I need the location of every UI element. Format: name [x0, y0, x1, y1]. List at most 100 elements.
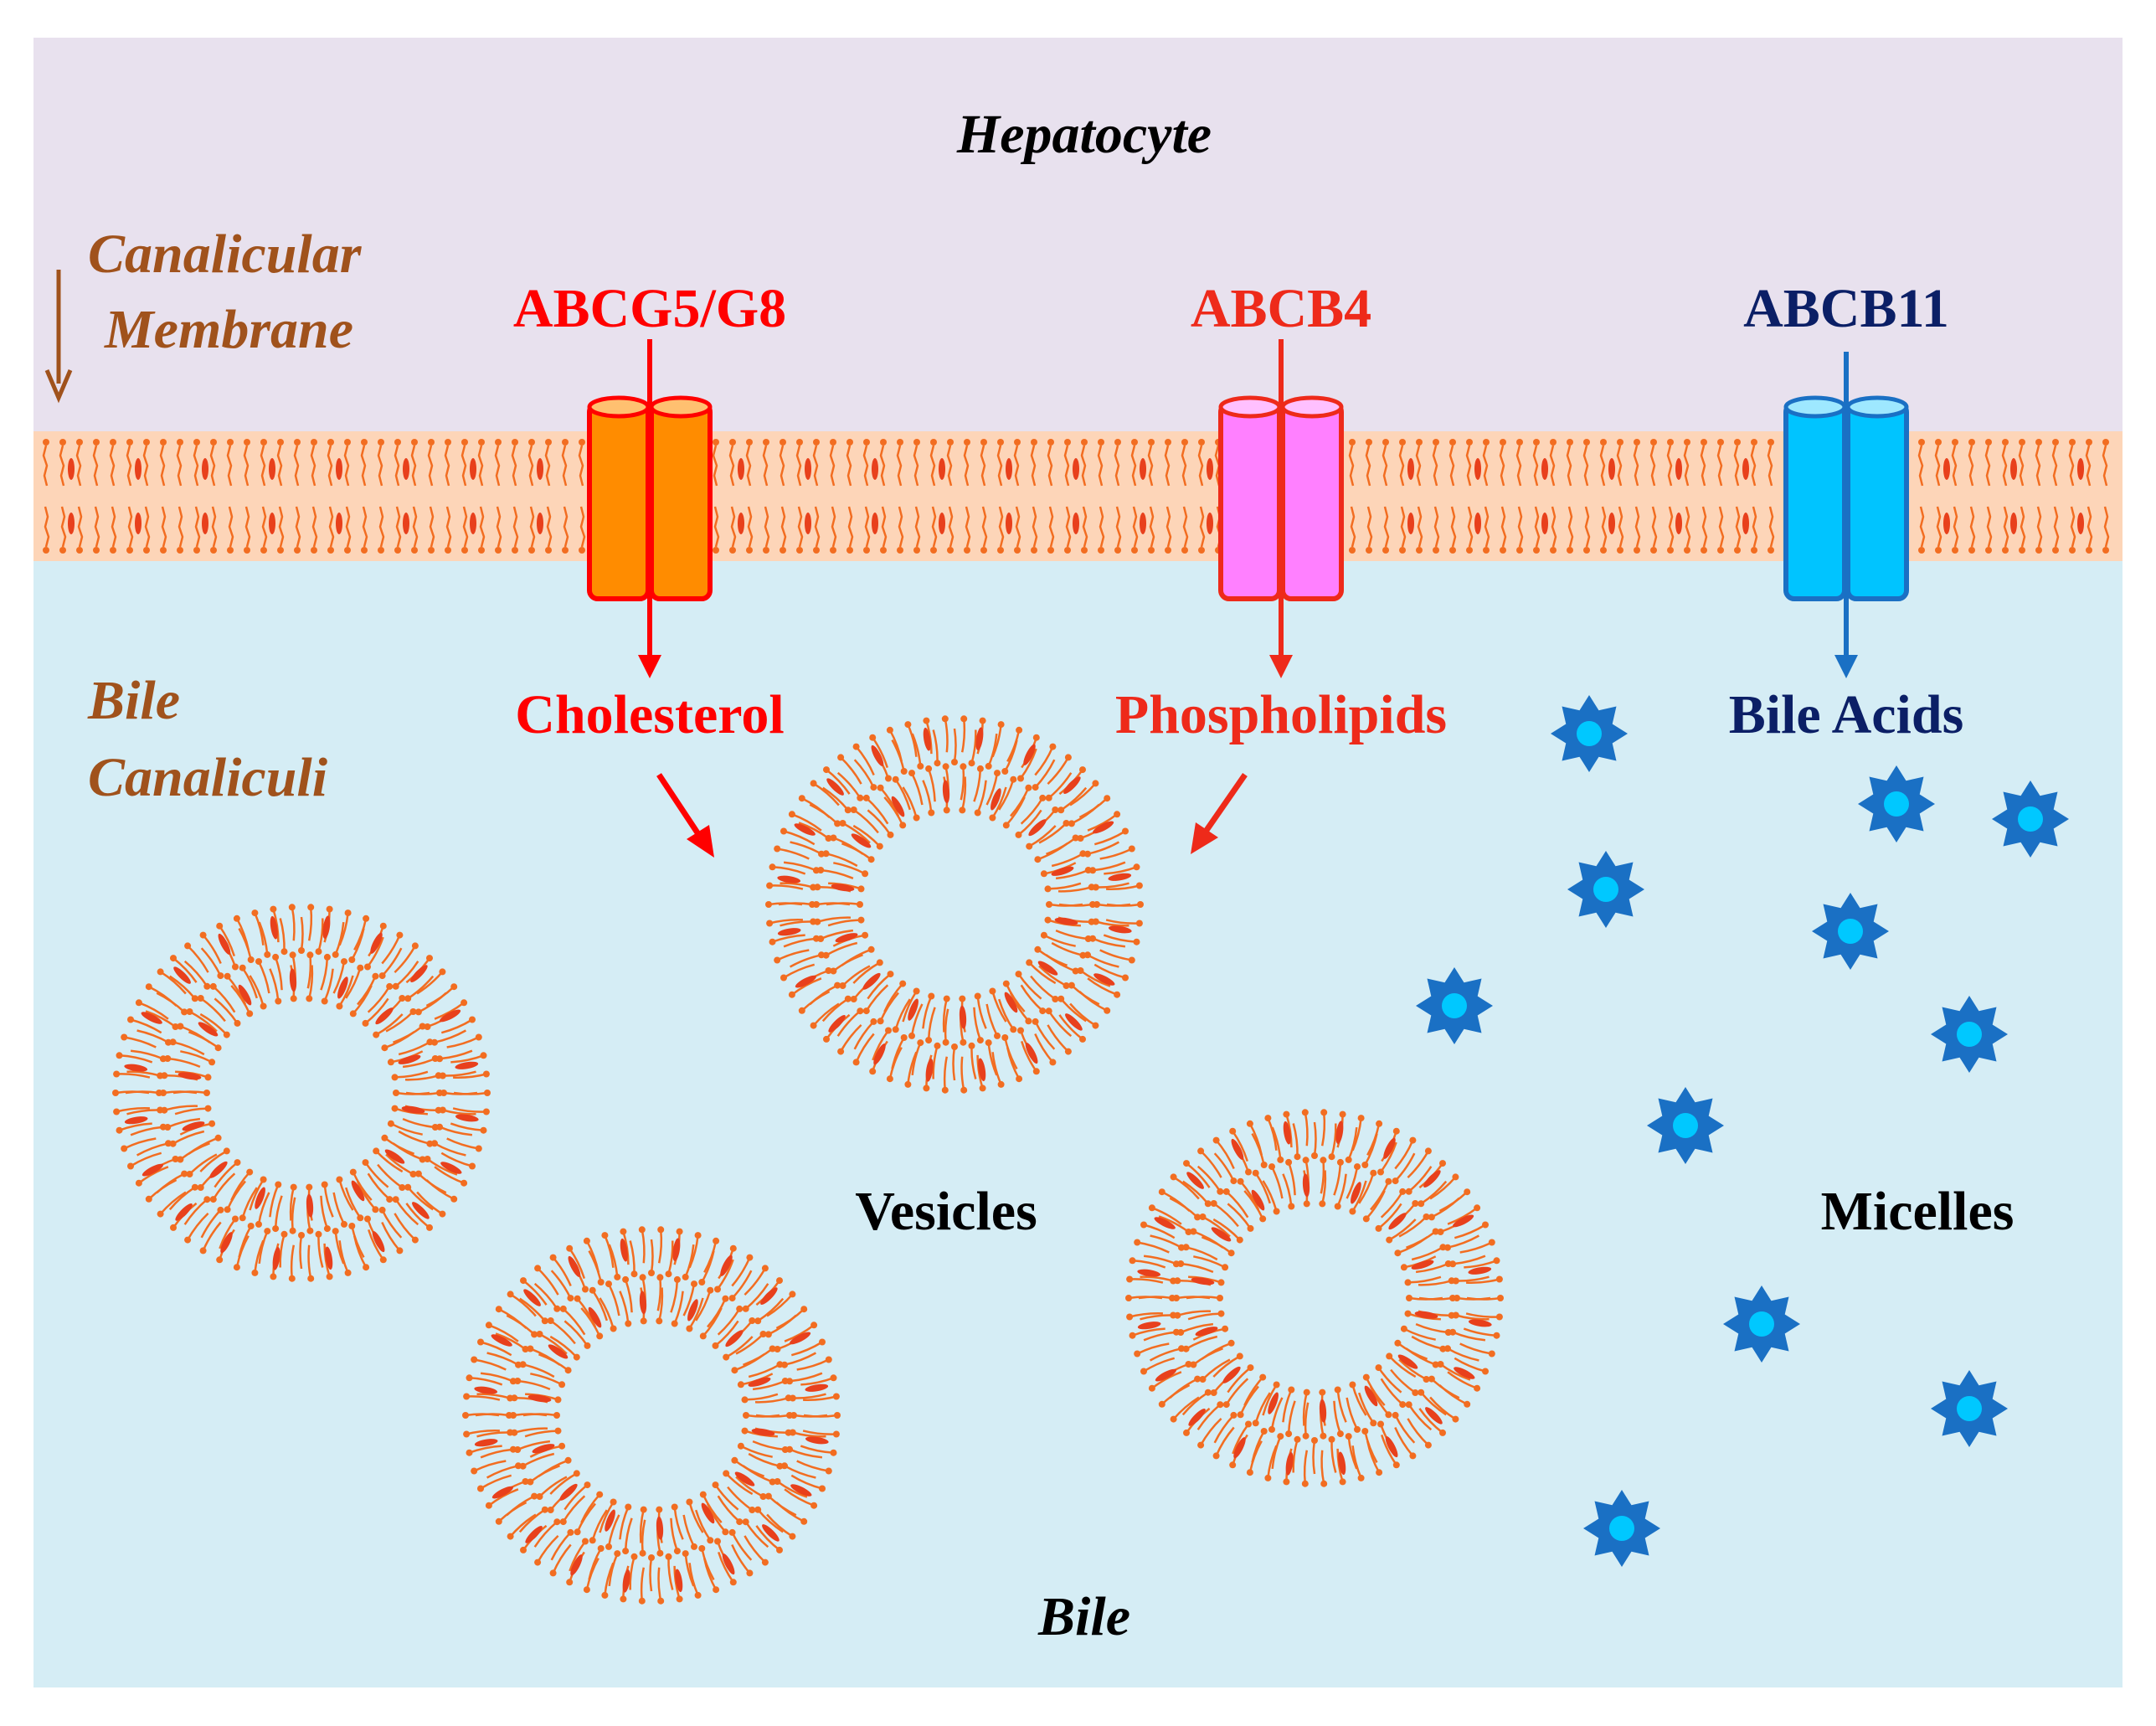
membrane-lipid: [1733, 439, 1742, 554]
membrane-lipid: [1649, 439, 1658, 554]
hepatocyte-region: [33, 38, 2123, 431]
membrane-lipid: [1482, 439, 1490, 554]
transporter-name-abcb4: ABCB4: [1191, 278, 1371, 339]
membrane-lipid: [1164, 439, 1172, 554]
transporter-name-abcg5-g8: ABCG5/G8: [513, 278, 786, 339]
micelle: [1583, 1490, 1660, 1567]
bile-label: Bile: [1037, 1586, 1130, 1647]
micelle: [1812, 893, 1889, 970]
membrane-lipid: [1030, 439, 1038, 554]
vesicles-label: Vesicles: [855, 1181, 1037, 1242]
membrane-lipid: [1582, 439, 1591, 554]
bile-canaliculi-label-line2: Canaliculi: [88, 747, 328, 808]
membrane-lipid: [1047, 439, 1055, 554]
membrane-lipid: [1683, 439, 1691, 554]
membrane-cholesterol: [1140, 458, 1146, 534]
membrane-lipid: [578, 439, 586, 554]
membrane-lipid: [461, 439, 469, 554]
membrane-lipid: [1616, 439, 1624, 554]
membrane-lipid: [494, 439, 502, 554]
membrane-lipid: [1348, 439, 1356, 554]
membrane-lipid: [1448, 439, 1457, 554]
membrane-lipid: [812, 439, 821, 554]
bile-canaliculi-label-line1: Bile: [87, 670, 180, 731]
membrane-lipid: [2085, 439, 2093, 554]
vesicle-group: [112, 715, 1504, 1605]
membrane-lipid: [745, 439, 754, 554]
membrane-lipid: [1633, 439, 1641, 554]
membrane-lipid: [360, 439, 368, 554]
membrane-lipid: [980, 439, 988, 554]
micelle: [1931, 1370, 2008, 1447]
transport-arrow: [1834, 352, 1858, 678]
membrane-cholesterol: [805, 458, 811, 534]
membrane-cholesterol: [939, 458, 945, 534]
membrane-lipid: [1700, 439, 1708, 554]
membrane-lipid: [1013, 439, 1021, 554]
membrane-lipid: [1398, 439, 1407, 554]
micelle: [1723, 1285, 1800, 1363]
membrane-cholesterol: [1474, 458, 1481, 534]
membrane-lipid: [1097, 439, 1105, 554]
membrane-cholesterol: [1742, 458, 1749, 534]
membrane-lipid: [142, 439, 151, 554]
transporter-name-abcb11: ABCB11: [1743, 278, 1949, 339]
membrane-lipid: [2068, 439, 2076, 554]
membrane-lipid: [1181, 439, 1189, 554]
membrane-lipid: [2051, 439, 2060, 554]
membrane-lipid: [728, 439, 737, 554]
membrane-lipid: [1515, 439, 1524, 554]
membrane-lipid: [126, 439, 134, 554]
membrane-lipid: [42, 439, 50, 554]
membrane-lipid: [946, 439, 955, 554]
membrane-lipid: [1415, 439, 1423, 554]
membrane-lipid: [544, 439, 553, 554]
membrane-lipid: [477, 439, 486, 554]
membrane-cholesterol: [2077, 458, 2084, 534]
membrane-cholesterol: [269, 458, 275, 534]
membrane-lipid: [1147, 439, 1155, 554]
vesicle: [765, 715, 1144, 1094]
membrane-lipid: [444, 439, 452, 554]
membrane-lipid: [1968, 439, 1976, 554]
membrane-cholesterol: [1943, 458, 1950, 534]
membrane-cholesterol: [336, 458, 342, 534]
membrane-lipid: [209, 439, 218, 554]
membrane-lipid: [913, 439, 921, 554]
membrane-lipid: [1532, 439, 1541, 554]
membrane-lipid: [1984, 439, 1993, 554]
membrane-lipid: [1917, 439, 1926, 554]
membrane-lipid: [2102, 439, 2110, 554]
micelle: [1567, 851, 1644, 928]
membrane-lipid: [327, 439, 335, 554]
membrane-cholesterol: [1407, 458, 1414, 534]
membrane-lipid: [829, 439, 837, 554]
membrane-lipid: [427, 439, 435, 554]
membrane-lipid: [712, 439, 720, 554]
membrane-lipid: [527, 439, 536, 554]
membrane-lipid: [1599, 439, 1608, 554]
micelle: [1858, 765, 1935, 842]
substrate-cholesterol: Cholesterol: [515, 684, 784, 745]
membrane-lipid: [1750, 439, 1758, 554]
membrane-lipid: [1716, 439, 1725, 554]
membrane-lipid: [2018, 439, 2026, 554]
membrane-cholesterol: [135, 458, 142, 534]
micelles-label: Micelles: [1821, 1181, 2014, 1242]
membrane-lipid: [226, 439, 234, 554]
membrane-cholesterol: [1006, 458, 1012, 534]
membrane-cholesterol: [872, 458, 878, 534]
micelle: [1647, 1087, 1724, 1164]
membrane-lipid: [1934, 439, 1942, 554]
transporter-channel: [1218, 395, 1344, 601]
membrane-lipid: [92, 439, 100, 554]
membrane-lipid: [846, 439, 854, 554]
membrane-cholesterol: [2010, 458, 2017, 534]
vesicle: [1125, 1109, 1504, 1487]
membrane-cholesterol: [1608, 458, 1615, 534]
membrane-lipid: [75, 439, 84, 554]
membrane-lipid: [410, 439, 419, 554]
membrane-lipid: [1666, 439, 1675, 554]
